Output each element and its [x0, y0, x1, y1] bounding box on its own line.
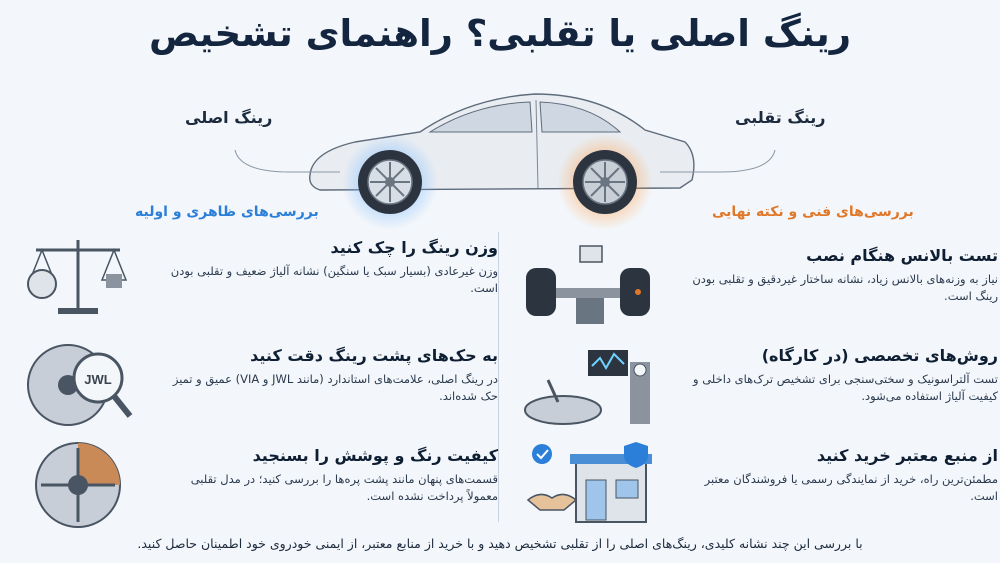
car-illustration	[309, 93, 695, 230]
card-balance-title: تست بالانس هنگام نصب	[806, 246, 998, 265]
card-lab-title: روش‌های تخصصی (در کارگاه)	[761, 346, 998, 365]
card-lab: روش‌های تخصصی (در کارگاه) تست آلتراسونیک…	[518, 340, 998, 430]
card-paint-text: قسمت‌های پنهان مانند پشت پره‌ها را بررسی…	[190, 472, 498, 503]
paint-wheel-icon	[35, 442, 121, 528]
scale-icon	[27, 240, 128, 314]
card-weight: وزن رینگ را چک کنید وزن غیرعادی (بسیار س…	[18, 232, 498, 322]
card-engravings: JWL به حک‌های پشت رینگ دقت کنید در رینگ …	[18, 340, 498, 430]
card-paint: کیفیت رنگ و پوشش را بسنجید قسمت‌های پنها…	[18, 440, 498, 530]
card-source: از منبع معتبر خرید کنید مطمئن‌ترین راه، …	[518, 440, 998, 530]
balance-machine-icon	[526, 245, 650, 324]
card-engravings-title: به حک‌های پشت رینگ دقت کنید	[250, 346, 498, 365]
card-source-text: مطمئن‌ترین راه، خرید از نمایندگی رسمی یا…	[704, 472, 998, 503]
card-lab-text: تست آلتراسونیک و سختی‌سنجی برای تشخیص تر…	[693, 372, 998, 403]
card-weight-text: وزن غیرعادی (بسیار سبک یا سنگین) نشانه آ…	[170, 264, 498, 295]
lab-test-icon	[524, 350, 650, 425]
card-balance-text: نیاز به وزنه‌های بالانس زیاد، نشانه ساخت…	[692, 272, 998, 303]
left-section-heading: بررسی‌های ظاهری و اولیه	[135, 204, 319, 220]
magnifier-icon: JWL	[27, 344, 133, 426]
store-icon	[526, 442, 652, 523]
card-paint-title: کیفیت رنگ و پوشش را بسنجید	[252, 446, 498, 465]
card-balance: تست بالانس هنگام نصب نیاز به وزنه‌های با…	[518, 240, 998, 330]
card-weight-title: وزن رینگ را چک کنید	[330, 238, 498, 257]
card-source-title: از منبع معتبر خرید کنید	[816, 446, 998, 465]
fake-wheel-label: رینگ تقلبی	[735, 108, 826, 127]
page-title: رینگ اصلی یا تقلبی؟ راهنمای تشخیص	[148, 12, 852, 55]
right-section-heading: بررسی‌های فنی و نکته نهایی	[712, 204, 914, 220]
footer-note: با بررسی این چند نشانه کلیدی، رینگ‌های ا…	[137, 536, 863, 551]
original-wheel-label: رینگ اصلی	[185, 108, 273, 127]
magnifier-label: JWL	[84, 372, 112, 387]
column-divider	[498, 232, 499, 522]
card-engravings-text: در رینگ اصلی، علامت‌های استاندارد (مانند…	[172, 372, 498, 403]
